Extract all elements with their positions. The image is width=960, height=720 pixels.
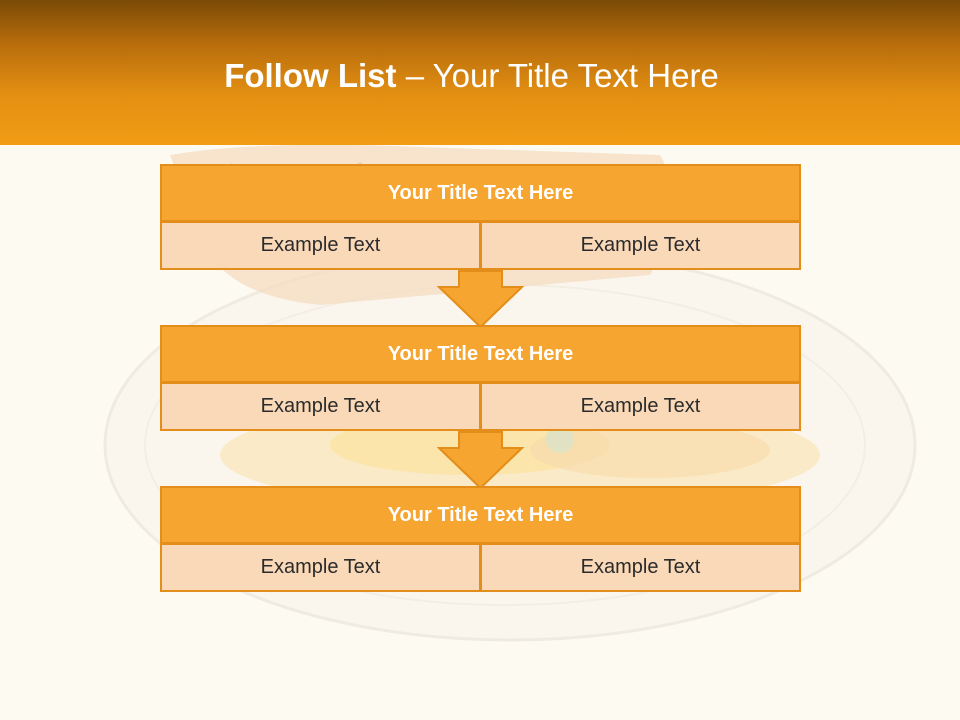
follow-block-3: Your Title Text Here Example Text Exampl… [160, 486, 801, 592]
header-band: Follow List – Your Title Text Here [0, 0, 960, 145]
block-cell-left: Example Text [160, 543, 481, 592]
slide-title-bold: Follow List [224, 57, 397, 94]
block-cell-left: Example Text [160, 382, 481, 431]
block-cell-right: Example Text [480, 382, 801, 431]
follow-block-1: Your Title Text Here Example Text Exampl… [160, 164, 801, 270]
down-arrow-icon [437, 270, 524, 328]
slide-title-rest: – Your Title Text Here [396, 57, 719, 94]
block-cell-right: Example Text [480, 543, 801, 592]
block-title: Your Title Text Here [160, 486, 801, 544]
slide-title: Follow List – Your Title Text Here [0, 54, 943, 98]
block-title: Your Title Text Here [160, 164, 801, 222]
down-arrow-icon [437, 431, 524, 489]
block-cell-right: Example Text [480, 221, 801, 270]
block-title: Your Title Text Here [160, 325, 801, 383]
block-cell-left: Example Text [160, 221, 481, 270]
follow-block-2: Your Title Text Here Example Text Exampl… [160, 325, 801, 431]
